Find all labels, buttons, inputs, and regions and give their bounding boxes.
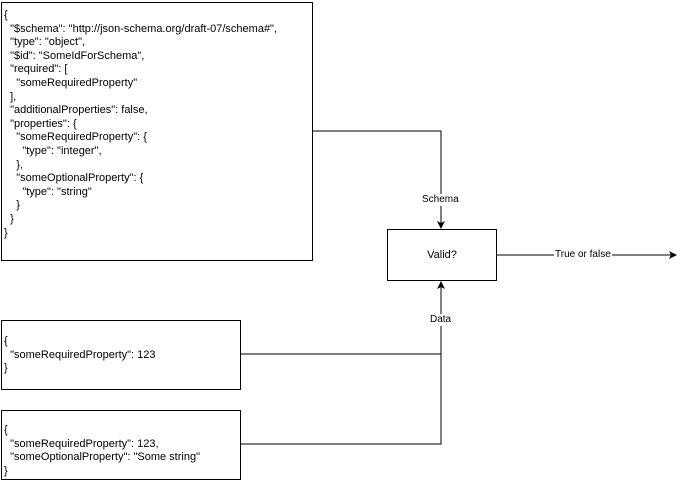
data1-to-valid-edge (241, 281, 445, 355)
code-line: "required": [ (4, 63, 68, 76)
code-line: { (4, 335, 8, 347)
schema-box: { "$schema": "http://json-schema.org/dra… (1, 2, 313, 261)
code-line: ], (4, 90, 17, 103)
data-code-required-only: { "someRequiredProperty": 123 } (4, 335, 156, 376)
code-line: "$schema": "http://json-schema.org/draft… (4, 22, 278, 35)
data-edge-label: Data (429, 314, 453, 326)
code-line: } (4, 226, 8, 239)
code-line: "someOptionalProperty": "Some string" (4, 451, 200, 464)
schema-to-valid-edge (313, 130, 445, 229)
code-line: "someOptionalProperty": { (4, 172, 144, 185)
schema-code: { "$schema": "http://json-schema.org/dra… (4, 9, 277, 240)
result-edge-label: True or false (554, 249, 612, 261)
code-line: "type": "string" (4, 185, 92, 198)
code-line: } (4, 362, 8, 375)
code-line: "someRequiredProperty" (4, 76, 138, 89)
schema-edge-label: Schema (421, 194, 460, 206)
code-line: "additionalProperties": false, (4, 104, 148, 117)
code-line: } (4, 464, 8, 477)
code-line: "someRequiredProperty": 123 (4, 348, 156, 361)
code-line: "properties": { (4, 117, 77, 130)
code-line: "someRequiredProperty": { (4, 131, 147, 144)
code-line: } (4, 212, 14, 225)
data-box-with-optional: { "someRequiredProperty": 123, "someOpti… (1, 410, 241, 480)
code-line: }, (4, 158, 23, 171)
data2-to-valid-edge (241, 354, 442, 445)
code-line: "someRequiredProperty": 123, (4, 437, 159, 450)
data-code-with-optional: { "someRequiredProperty": 123, "someOpti… (4, 424, 200, 478)
code-line: { (4, 424, 8, 436)
code-line: "type": "integer", (4, 144, 102, 157)
code-line: "$id": "SomeIdForSchema", (4, 49, 145, 62)
valid-decision-node: Valid? (387, 229, 497, 281)
data-box-required-only: { "someRequiredProperty": 123 } (1, 320, 241, 390)
code-line: } (4, 199, 20, 212)
code-line: { (4, 9, 8, 21)
valid-node-label: Valid? (427, 249, 457, 261)
code-line: "type": "object", (4, 36, 86, 49)
